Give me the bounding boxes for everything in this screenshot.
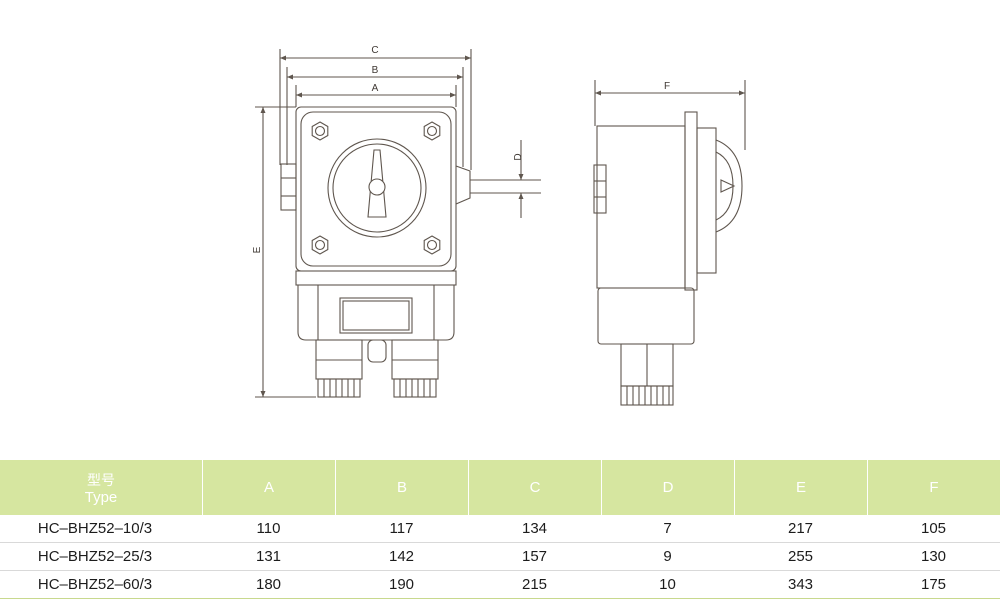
- side-lower-enclosure: [597, 287, 695, 345]
- dimension-label-a: A: [372, 83, 379, 94]
- dimension-extension-lines: [255, 49, 472, 398]
- dimension-a-cell: 180: [255, 576, 282, 593]
- dimension-a-cell: 110: [256, 520, 281, 537]
- header-type-cn: 型号: [87, 471, 115, 488]
- spec-table: 型号 Type A B C D E F HC–BHZ52–10/3 110 11…: [0, 460, 1000, 599]
- dimension-f-cell: 130: [920, 548, 947, 565]
- breather-plug: [367, 339, 387, 363]
- model-cell: HC–BHZ52–10/3: [37, 520, 153, 537]
- table-header-row: 型号 Type A B C D E F: [0, 460, 1000, 515]
- model-cell: HC–BHZ52–25/3: [37, 548, 153, 565]
- technical-drawing: C B A E: [252, 45, 746, 406]
- cable-gland-left: [315, 339, 363, 398]
- plate-lower-band: [295, 270, 457, 286]
- side-mounting-plate: [684, 111, 698, 291]
- dimension-a-cell: 131: [255, 548, 282, 565]
- left-side-tab: [280, 163, 297, 211]
- header-type-en: Type: [84, 488, 118, 506]
- dimension-label-b: B: [372, 65, 379, 76]
- side-knob-profile: [715, 139, 743, 233]
- dimension-c-cell: 215: [521, 576, 548, 593]
- dimension-label-e: E: [252, 246, 263, 253]
- header-cell-f: F: [867, 460, 1000, 515]
- dimension-c-cell: 134: [521, 520, 548, 537]
- rotary-knob: [327, 138, 427, 238]
- label-window: [339, 297, 413, 334]
- side-main-body: [596, 125, 686, 289]
- header-cell-b: B: [335, 460, 468, 515]
- bolt-bottom-right-icon: [423, 235, 441, 255]
- knob-inner-ring: [332, 143, 422, 233]
- dimension-label-f: F: [664, 81, 670, 92]
- model-cell: HC–BHZ52–60/3: [37, 576, 153, 593]
- table-row: HC–BHZ52–60/3 180 190 215 10 343 175: [0, 571, 1000, 599]
- dimension-f-cell: 175: [920, 576, 947, 593]
- header-cell-a: A: [202, 460, 335, 515]
- bolt-top-left-icon: [311, 121, 329, 141]
- header-cell-type: 型号 Type: [0, 460, 202, 515]
- side-left-tab: [593, 164, 607, 214]
- dimension-label-d: D: [513, 153, 524, 160]
- dimension-f-cell: 105: [920, 520, 947, 537]
- side-bezel: [696, 127, 717, 274]
- bolt-top-right-icon: [423, 121, 441, 141]
- dimension-d-cell: 7: [663, 520, 672, 537]
- right-side-tab: [455, 165, 471, 205]
- side-cable-gland: [620, 343, 674, 406]
- dimension-b-cell: 117: [389, 520, 414, 537]
- header-cell-d: D: [601, 460, 734, 515]
- label-window-inner: [342, 300, 410, 331]
- cable-gland-right: [391, 339, 439, 398]
- dimension-c-cell: 157: [521, 548, 548, 565]
- table-row: HC–BHZ52–10/3 110 117 134 7 217 105: [0, 515, 1000, 543]
- lower-enclosure: [297, 284, 455, 341]
- dimension-e-cell: 217: [787, 520, 814, 537]
- dimension-b-cell: 190: [388, 576, 415, 593]
- knob-outer-ring: [327, 138, 427, 238]
- side-view: F: [593, 80, 746, 406]
- knob-hub: [368, 178, 386, 196]
- bolt-bottom-left-icon: [311, 235, 329, 255]
- dimension-d-cell: 10: [659, 576, 676, 593]
- front-view: C B A E: [252, 45, 541, 398]
- dimension-d-cell: 9: [663, 548, 672, 565]
- dimension-label-c: C: [371, 45, 378, 56]
- dimension-e-cell: 343: [787, 576, 814, 593]
- header-cell-c: C: [468, 460, 601, 515]
- mounting-plate-inner: [300, 111, 452, 267]
- header-cell-e: E: [734, 460, 867, 515]
- table-row: HC–BHZ52–25/3 131 142 157 9 255 130: [0, 543, 1000, 571]
- dimension-e-cell: 255: [787, 548, 814, 565]
- dimension-b-cell: 142: [388, 548, 415, 565]
